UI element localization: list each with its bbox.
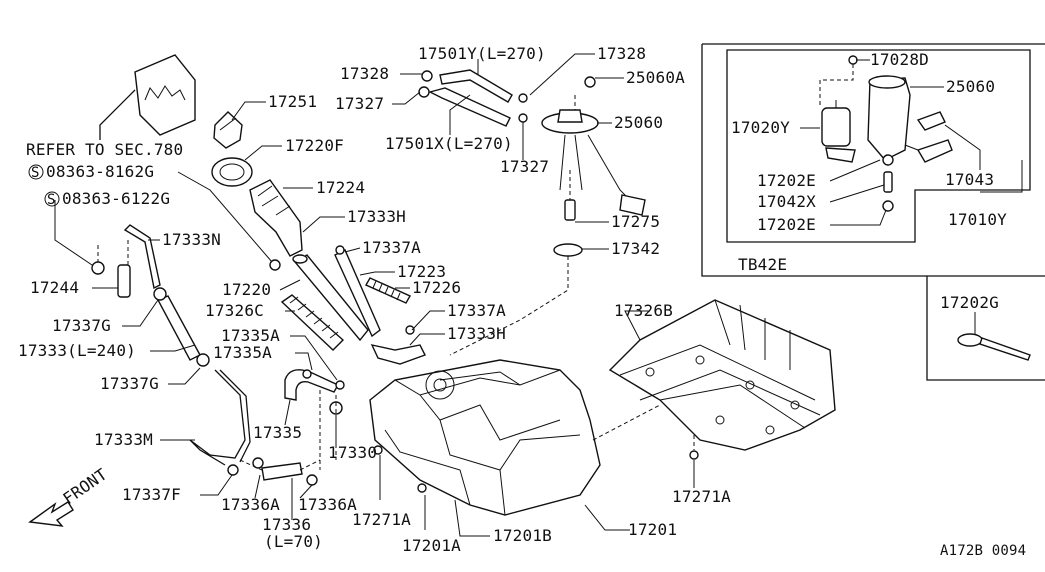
inset-box-tb42e [701,43,1045,277]
label-17326b: 17326B [614,301,673,320]
sec780-part-drawing [99,54,196,140]
filler-hose-17220 [292,254,369,342]
label-17337a-top: 17337A [362,238,421,257]
label-17201: 17201 [628,520,677,539]
label-17333h-top: 17333H [347,207,406,226]
breather-17226 [365,277,411,304]
part-labels: 17501Y(L=270) 17328 17328 17327 25060A 2… [18,44,1026,559]
svg-text:S: S [31,165,40,181]
label-17337a-mid: 17337A [447,301,506,320]
filler-neck-17224 [249,179,303,271]
front-arrow-icon [28,501,74,527]
filler-ring-17220f [211,157,253,187]
label-17010y: 17010Y [948,210,1007,229]
s-circle-icon: S [28,164,44,181]
label-17337f: 17337F [122,485,181,504]
hose-parts-17042x-17202e [882,154,894,212]
hose-17333-l240 [153,287,210,367]
gauge-hoses-17501 [418,69,528,127]
label-front: FRONT [59,464,110,508]
s-circle-icon: S [44,191,60,208]
label-17202e-1: 17202E [757,171,816,190]
label-17335a-2: 17335A [213,343,272,362]
label-17226: 17226 [412,278,461,297]
label-17271a-right: 17271A [672,487,731,506]
vent-hose-17333n [91,224,161,298]
hose-17335 [284,369,345,470]
label-17028d: 17028D [870,50,929,69]
label-17335a-1: 17335A [221,326,280,345]
label-17501x: 17501X(L=270) [385,134,513,153]
label-17202g: 17202G [940,293,999,312]
label-17327-mid: 17327 [500,157,549,176]
label-08363-8162g: 08363-8162G [46,162,154,181]
vent-hose-17223 [334,245,381,338]
label-17328-top: 17328 [597,44,646,63]
gauge-screw-17275 [564,170,576,221]
filler-cap-17251 [213,111,243,149]
label-17244: 17244 [30,278,79,297]
label-17275: 17275 [611,212,660,231]
label-17333n: 17333N [162,230,221,249]
pump-bracket-25060 [819,55,911,161]
gauge-unit-25060 [541,76,646,216]
fuel-tank-17201 [369,359,601,516]
gasket-17342 [449,243,583,356]
label-17202e-2: 17202E [757,215,816,234]
label-17328-left: 17328 [340,64,389,83]
label-17330: 17330 [328,443,377,462]
label-17251: 17251 [268,92,317,111]
label-17223: 17223 [397,262,446,281]
hose-17336 [239,457,321,486]
label-17337g-bot: 17337G [100,374,159,393]
label-17336a-1: 17336A [221,495,280,514]
label-17220f: 17220F [285,136,344,155]
label-17043: 17043 [945,170,994,189]
tube-17333m [189,369,251,476]
label-17337g-top: 17337G [52,316,111,335]
label-17020y: 17020Y [731,118,790,137]
inset-box-17202g [926,276,1045,381]
label-17335: 17335 [253,423,302,442]
filter-17043 [904,111,953,163]
label-17042x: 17042X [757,192,816,211]
label-25060-box: 25060 [946,77,995,96]
label-17336: 17336 [262,515,311,534]
corrugated-hose-17326c [280,294,345,351]
label-08363-6122g: 08363-6122G [62,189,170,208]
label-17342: 17342 [611,239,660,258]
svg-text:S: S [47,192,56,208]
label-17224: 17224 [316,178,365,197]
clip-17202g [957,333,1031,361]
label-17333m: 17333M [94,430,153,449]
label-17271a-left: 17271A [352,510,411,529]
label-17336-l70: (L=70) [264,532,323,551]
label-17327-left: 17327 [335,94,384,113]
label-17220: 17220 [222,280,271,299]
label-tb42e: TB42E [738,255,787,274]
label-25060-mid: 25060 [614,113,663,132]
label-17201a: 17201A [402,536,461,555]
diagram-ref-code: A172B 0094 [940,543,1026,559]
leader-lines [54,53,1023,537]
label-17333h-mid: 17333H [447,324,506,343]
label-refer-sec780: REFER TO SEC.780 [26,140,183,159]
skid-plate-17326b [592,299,836,460]
label-17501y: 17501Y(L=270) [418,44,546,63]
label-17333-l240: 17333(L=240) [18,341,136,360]
label-17326c: 17326C [205,301,264,320]
clip-17333h [370,325,426,365]
pump-assembly-17020y [821,100,856,163]
label-17336a-2: 17336A [298,495,357,514]
label-25060a: 25060A [626,68,685,87]
label-17201b: 17201B [493,526,552,545]
